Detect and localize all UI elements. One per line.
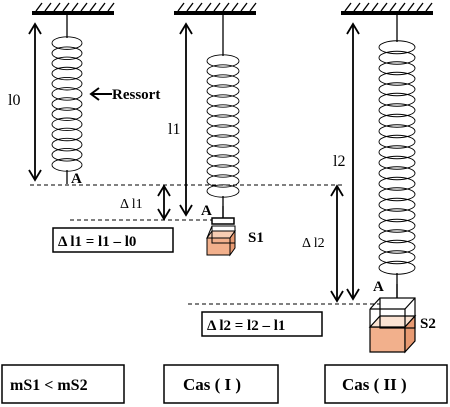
eq2-box — [201, 311, 323, 337]
cas2-box — [324, 364, 448, 404]
l2-arrow — [346, 22, 360, 301]
ressort-label: Ressort — [112, 87, 160, 103]
delta-l2-arrow — [330, 184, 344, 303]
point-a-rest: A — [71, 171, 82, 187]
l0-arrow — [28, 22, 42, 182]
ceiling-2 — [174, 2, 257, 15]
mass-relation-text: mS1 < mS2 — [10, 377, 88, 394]
delta-l2-label: Δ l2 — [302, 236, 325, 251]
spring-case-2 — [378, 15, 416, 284]
mass-s2 — [368, 284, 417, 354]
l1-label: l1 — [168, 121, 180, 138]
mass-s1 — [206, 206, 236, 257]
mass-relation-box — [1, 364, 125, 404]
eq2-text: Δ l2 = l2 – l1 — [207, 318, 285, 334]
cas1-box — [163, 364, 279, 404]
point-a-case1: A — [201, 203, 212, 219]
spring-rest — [51, 15, 83, 184]
delta-l1-label: Δ l1 — [120, 197, 143, 212]
s2-label: S2 — [420, 316, 436, 332]
ceiling-3 — [341, 2, 433, 15]
l0-label: l0 — [8, 92, 20, 109]
spring-case-1 — [206, 15, 240, 206]
ressort-pointer-arrow — [89, 87, 112, 101]
point-a-case2: A — [373, 279, 384, 295]
ceiling-1 — [32, 2, 115, 15]
l1-arrow — [179, 22, 193, 217]
delta-l1-arrow — [157, 184, 171, 221]
s1-label: S1 — [248, 230, 264, 246]
cas1-label: Cas ( I ) — [183, 375, 241, 394]
eq1-box — [52, 227, 174, 253]
eq1-text: Δ l1 = l1 – l0 — [58, 234, 136, 250]
cas2-label: Cas ( II ) — [342, 375, 407, 394]
l2-label: l2 — [333, 153, 345, 170]
